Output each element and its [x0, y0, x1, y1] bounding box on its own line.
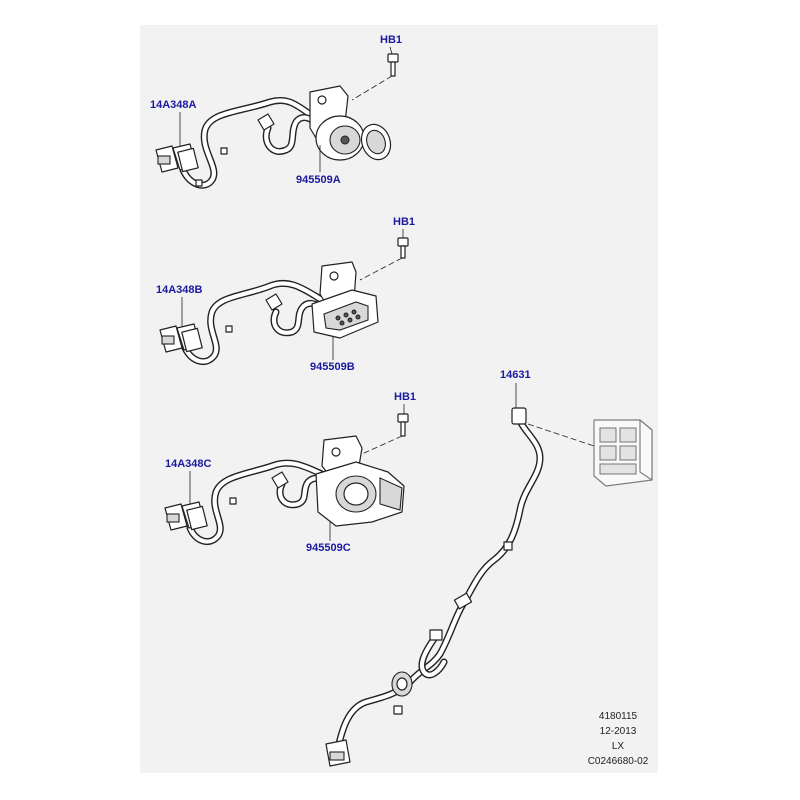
drawing-date: 12-2013 [599, 726, 637, 737]
harness-assembly-c [164, 404, 409, 546]
model-code: LX [611, 741, 625, 752]
harness-assembly-a [155, 46, 399, 189]
callout-hb1-c[interactable]: HB1 [394, 391, 417, 403]
switch-pack [593, 419, 653, 487]
callout-hb1-b[interactable]: HB1 [393, 216, 416, 228]
illustration-id: 4180115 [598, 711, 638, 722]
callout-harness-c[interactable]: 14A348C [165, 458, 212, 470]
callout-socket-a[interactable]: 945509A [296, 174, 341, 186]
wiring-lead-assembly [325, 383, 595, 767]
harness-assembly-b [159, 229, 409, 366]
callout-socket-b[interactable]: 945509B [310, 361, 355, 373]
callout-hb1-a[interactable]: HB1 [380, 34, 403, 46]
drawing-number: C0246680-02 [587, 756, 649, 767]
callout-harness-a[interactable]: 14A348A [150, 99, 197, 111]
callout-socket-c[interactable]: 945509C [306, 542, 351, 554]
callout-wiring-lead[interactable]: 14631 [500, 369, 531, 381]
callout-harness-b[interactable]: 14A348B [156, 284, 203, 296]
